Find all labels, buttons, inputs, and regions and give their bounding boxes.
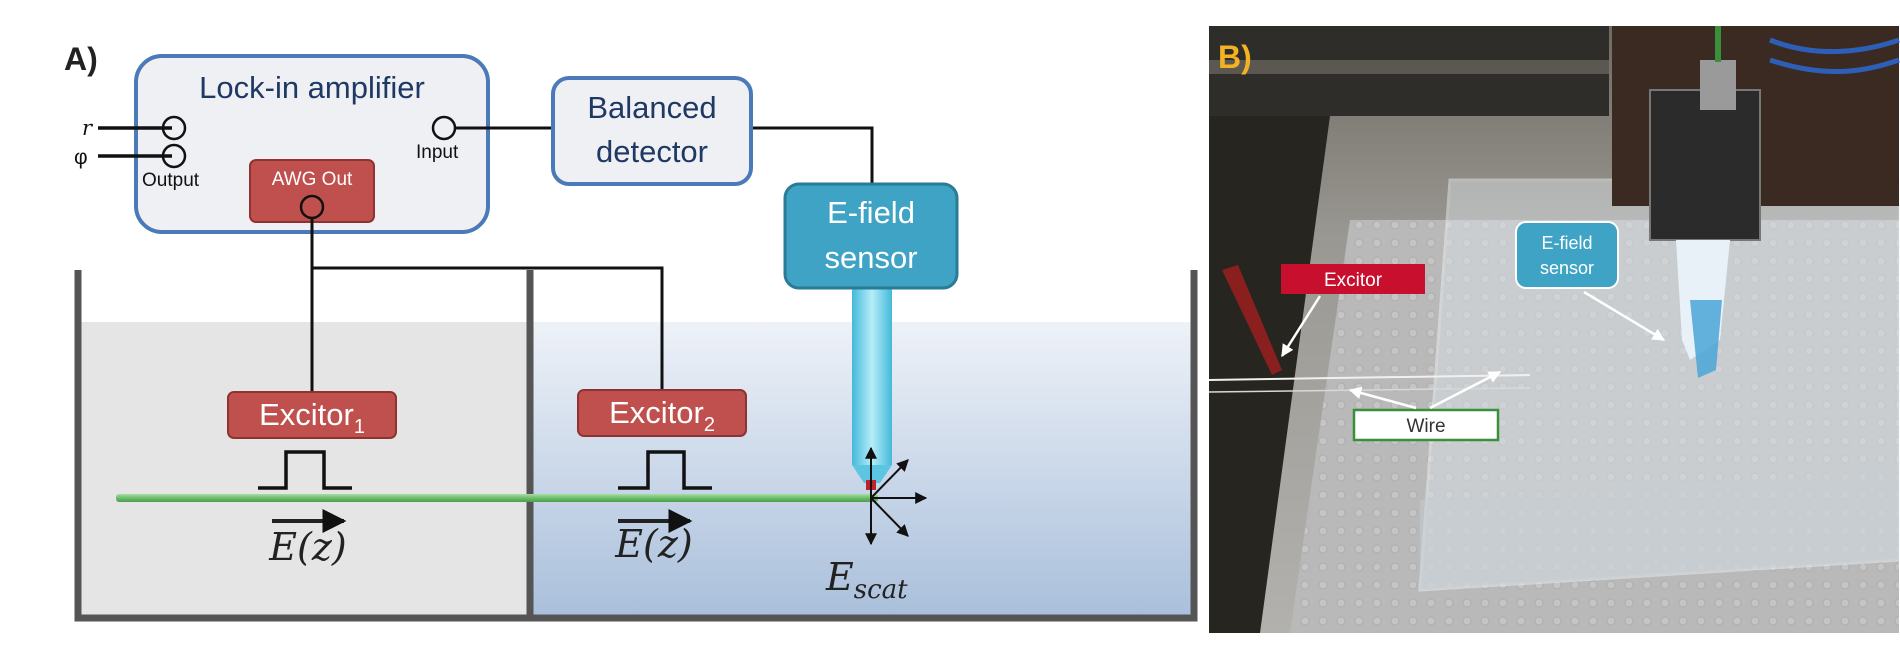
- photo-excitor-clip: [1222, 265, 1282, 375]
- tank-left-section: [80, 322, 528, 618]
- field-label-1-group: E(z): [268, 509, 347, 569]
- excitor-1-subscript: 1: [354, 416, 365, 438]
- lockin-title: Lock-in amplifier: [199, 70, 425, 105]
- excitor-tag-label: Excitor: [1324, 270, 1383, 291]
- excitor-2-name: Excitor: [609, 395, 704, 430]
- scatter-label-base: E: [825, 555, 854, 599]
- excitor2-cable: [312, 266, 664, 392]
- green-wire: [116, 494, 878, 502]
- sensor-line-1: E-field: [827, 195, 915, 230]
- excitor-1: Excitor1: [227, 391, 397, 490]
- pulse-icon-2: [618, 450, 712, 490]
- lockin-amplifier: Lock-in amplifier AWG Out r φ Output Inp…: [74, 54, 490, 234]
- wire-tag: [1352, 408, 1500, 442]
- excitor-2-subscript: 2: [704, 414, 715, 436]
- output-label: Output: [142, 170, 200, 191]
- photo-left-side: [1209, 116, 1330, 633]
- photo-tank-front: [1420, 470, 1899, 590]
- excitor-tag-arrow: [1280, 295, 1322, 358]
- phi-symbol: φ: [74, 146, 88, 169]
- wire-tag-arrow-right: [1429, 370, 1502, 410]
- photo-rail: [1209, 60, 1609, 74]
- field-label-1: E(z): [268, 525, 346, 569]
- sensor-tag-arrow: [1583, 290, 1666, 342]
- excitor-1-label: Excitor1: [259, 397, 365, 438]
- photo-blue-cable: [1769, 37, 1900, 55]
- field-label-2-group: E(z): [614, 509, 693, 566]
- scatter-arrows-icon: [865, 446, 928, 546]
- sensor-box: [783, 182, 959, 290]
- e-field-sensor: E-field sensor: [783, 182, 959, 490]
- panel-a: A) Lock-in amplifier AWG Out r φ Output: [64, 41, 1198, 622]
- excitor-1-box: [227, 391, 397, 439]
- excitor-tag: [1281, 264, 1425, 294]
- scatter-label-sub: scat: [854, 575, 908, 605]
- detector-line-2: detector: [596, 134, 708, 169]
- panel-b-photo: B) Excitor E-field sensor Wire: [1208, 26, 1900, 633]
- wire-tag-arrow-left: [1348, 386, 1417, 410]
- awg-out-label: AWG Out: [272, 169, 353, 190]
- detector-line-1: Balanced: [587, 90, 716, 125]
- photo-scanner-head: [1649, 89, 1761, 241]
- pulse-icon-1: [258, 450, 352, 490]
- excitor-2: Excitor2: [577, 389, 747, 490]
- field-label-2: E(z): [614, 522, 692, 566]
- balanced-detector: Balanced detector: [551, 76, 753, 186]
- input-label: Input: [416, 142, 459, 163]
- sensor-probe-body: [852, 285, 892, 465]
- sensor-cable: [751, 126, 874, 186]
- photo-connector: [1700, 60, 1736, 110]
- r-symbol: r: [82, 116, 94, 140]
- scatter-label: Escat: [825, 555, 908, 605]
- photo-wire: [1208, 374, 1531, 381]
- photo-probe: [1690, 300, 1722, 378]
- excitor-1-name: Excitor: [259, 397, 354, 432]
- detector-box: [551, 76, 753, 186]
- panel-b-label: B): [1218, 39, 1252, 75]
- signal-cables: [310, 126, 874, 392]
- sensor-tag-line-2: sensor: [1540, 258, 1594, 278]
- excitor-2-box: [577, 389, 747, 437]
- sensor-line-2: sensor: [824, 240, 917, 275]
- sensor-tag-line-1: E-field: [1541, 233, 1592, 253]
- sensor-tag: [1515, 221, 1619, 289]
- panel-a-label: A): [64, 41, 98, 77]
- wire-tag-label: Wire: [1406, 416, 1445, 437]
- excitor-2-label: Excitor2: [609, 395, 715, 436]
- tank-wall: [74, 270, 1198, 622]
